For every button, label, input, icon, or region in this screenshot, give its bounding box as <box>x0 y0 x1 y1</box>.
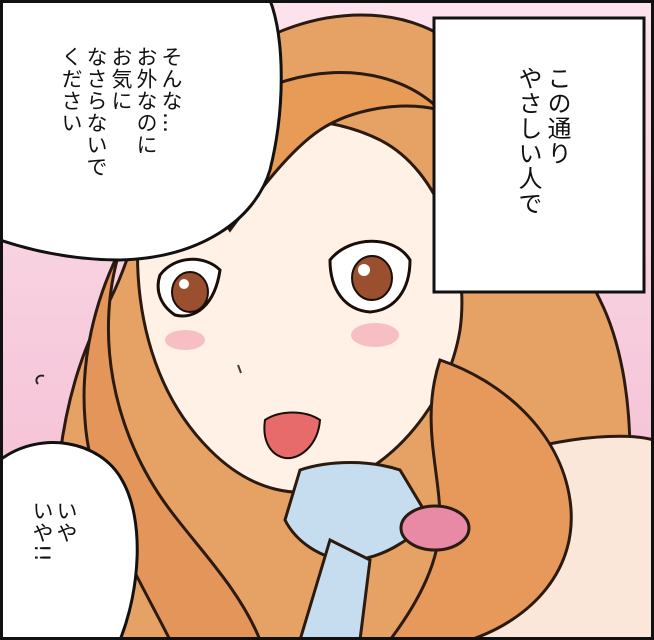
bubble-text-top-left: そんな… お外なのに お気に なさらないで ください <box>59 46 183 178</box>
mouth <box>263 411 322 460</box>
blush-right <box>351 323 399 347</box>
speech-bubble-bottom-left <box>0 441 139 640</box>
blush-left <box>165 330 205 350</box>
speech-bubble-top-left <box>0 0 283 262</box>
ribbon <box>283 461 432 562</box>
narration-box <box>432 16 646 294</box>
sweat-mark <box>35 374 45 385</box>
nose <box>237 364 242 374</box>
bubble-text-bottom-left: いや いや!! <box>30 500 78 563</box>
hair-pigtail <box>388 358 573 640</box>
eyes <box>156 239 412 318</box>
ribbon-tail <box>298 537 372 640</box>
scrunchie <box>399 504 471 552</box>
narration-text: この通り やさしい人で <box>514 66 571 216</box>
